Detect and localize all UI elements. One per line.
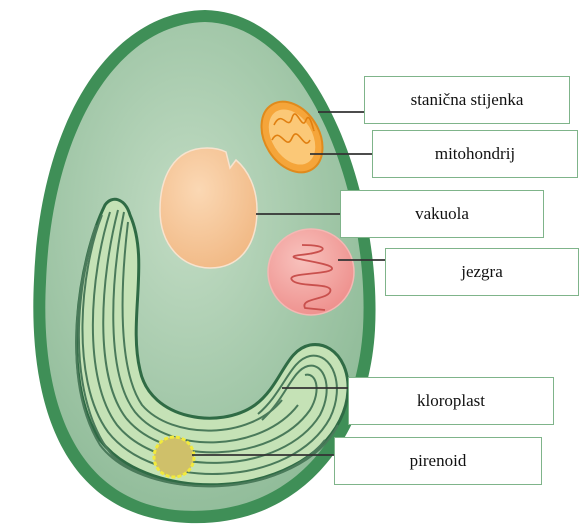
label-vacuole: vakuola — [340, 190, 544, 238]
label-nucleus-text: jezgra — [461, 262, 503, 282]
label-pyrenoid: pirenoid — [334, 437, 542, 485]
nucleus — [268, 229, 354, 315]
label-mitochondrion-text: mitohondrij — [435, 144, 515, 164]
label-cell-wall-text: stanična stijenka — [411, 90, 524, 110]
label-nucleus: jezgra — [385, 248, 579, 296]
vacuole — [160, 148, 257, 268]
label-chloroplast-text: kloroplast — [417, 391, 485, 411]
label-vacuole-text: vakuola — [415, 204, 469, 224]
label-chloroplast: kloroplast — [348, 377, 554, 425]
label-pyrenoid-text: pirenoid — [410, 451, 467, 471]
pyrenoid — [154, 437, 194, 477]
label-mitochondrion: mitohondrij — [372, 130, 578, 178]
label-cell-wall: stanična stijenka — [364, 76, 570, 124]
